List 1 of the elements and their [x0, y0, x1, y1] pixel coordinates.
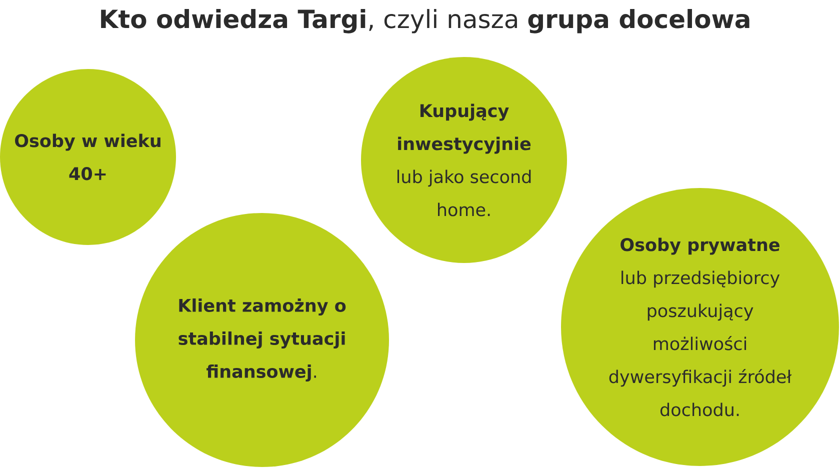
- title: Kto odwiedza Targi, czyli nasza grupa docelowa: [101, 9, 750, 34]
